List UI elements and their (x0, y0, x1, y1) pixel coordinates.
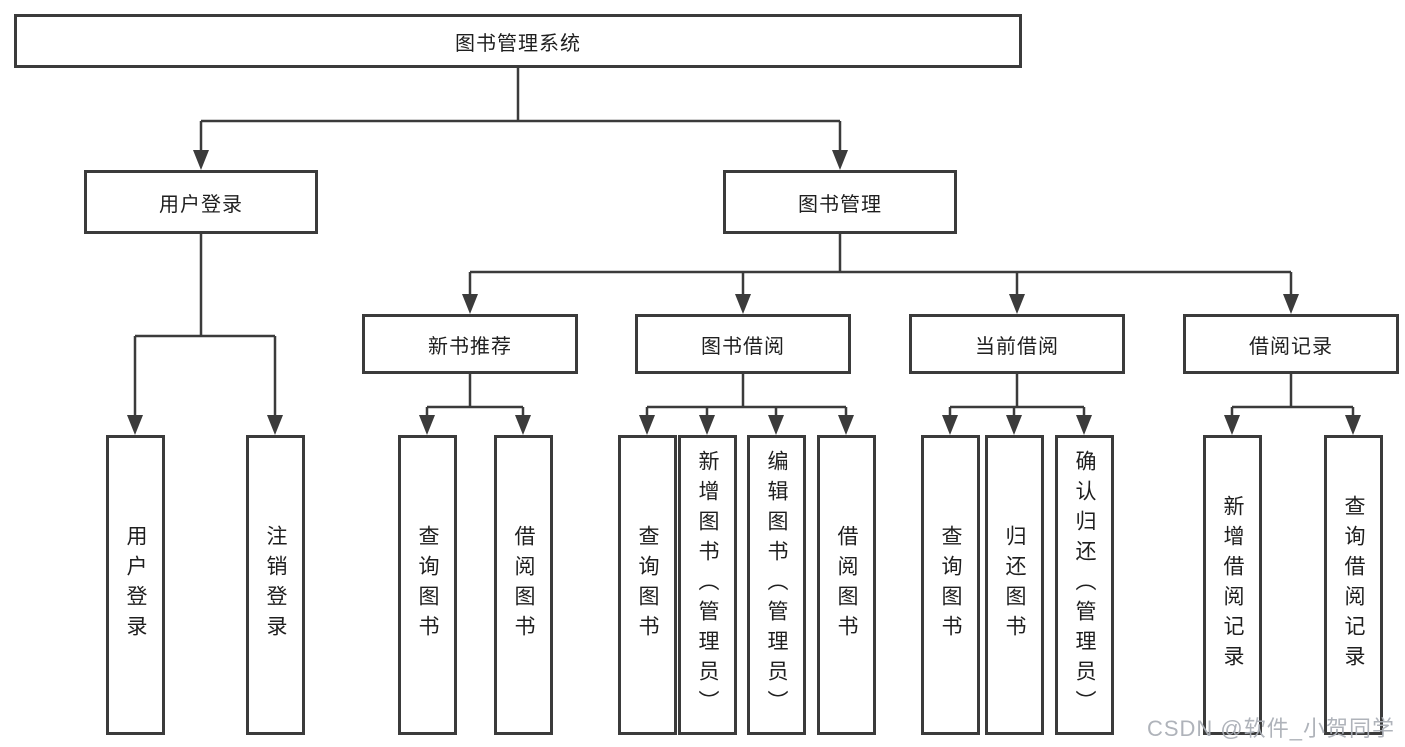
leaf-borrow-books: 借阅图书 (817, 435, 876, 735)
leaf-add-borrow-record: 新增借阅记录 (1203, 435, 1262, 735)
leaf-edit-book-admin-label: 编辑图书（管理员） (765, 450, 788, 720)
leaf-search-books-recommend: 查询图书 (398, 435, 457, 735)
leaf-search-books-borrow: 查询图书 (618, 435, 677, 735)
leaf-search-books-borrow-label: 查询图书 (636, 525, 659, 645)
node-root: 图书管理系统 (14, 14, 1022, 68)
node-borrow-records: 借阅记录 (1183, 314, 1399, 374)
node-current-borrow-label: 当前借阅 (975, 335, 1059, 358)
leaf-search-books-current-label: 查询图书 (939, 525, 962, 645)
leaf-borrow-books-label: 借阅图书 (835, 525, 858, 645)
node-root-label: 图书管理系统 (455, 32, 581, 55)
leaf-add-book-admin: 新增图书（管理员） (678, 435, 737, 735)
node-book-borrow: 图书借阅 (635, 314, 851, 374)
node-book-management: 图书管理 (723, 170, 957, 234)
leaf-search-books-current: 查询图书 (921, 435, 980, 735)
leaf-search-books-recommend-label: 查询图书 (416, 525, 439, 645)
leaf-edit-book-admin: 编辑图书（管理员） (747, 435, 806, 735)
node-new-book-recommend-label: 新书推荐 (428, 335, 512, 358)
node-user-login: 用户登录 (84, 170, 318, 234)
leaf-return-books-label: 归还图书 (1003, 525, 1026, 645)
leaf-confirm-return-admin: 确认归还（管理员） (1055, 435, 1114, 735)
node-current-borrow: 当前借阅 (909, 314, 1125, 374)
leaf-borrow-books-recommend-label: 借阅图书 (512, 525, 535, 645)
node-new-book-recommend: 新书推荐 (362, 314, 578, 374)
leaf-logout: 注销登录 (246, 435, 305, 735)
leaf-search-borrow-record: 查询借阅记录 (1324, 435, 1383, 735)
leaf-borrow-books-recommend: 借阅图书 (494, 435, 553, 735)
watermark: CSDN @软件_小贺同学 (1146, 716, 1395, 741)
node-user-login-label: 用户登录 (159, 193, 243, 216)
leaf-user-login-label: 用户登录 (124, 525, 147, 645)
leaf-confirm-return-admin-label: 确认归还（管理员） (1073, 450, 1096, 720)
leaf-search-borrow-record-label: 查询借阅记录 (1342, 495, 1365, 675)
node-borrow-records-label: 借阅记录 (1249, 335, 1333, 358)
leaf-user-login: 用户登录 (106, 435, 165, 735)
leaf-logout-label: 注销登录 (264, 525, 287, 645)
leaf-add-book-admin-label: 新增图书（管理员） (696, 450, 719, 720)
leaf-add-borrow-record-label: 新增借阅记录 (1221, 495, 1244, 675)
node-book-management-label: 图书管理 (798, 193, 882, 216)
node-book-borrow-label: 图书借阅 (701, 335, 785, 358)
leaf-return-books: 归还图书 (985, 435, 1044, 735)
